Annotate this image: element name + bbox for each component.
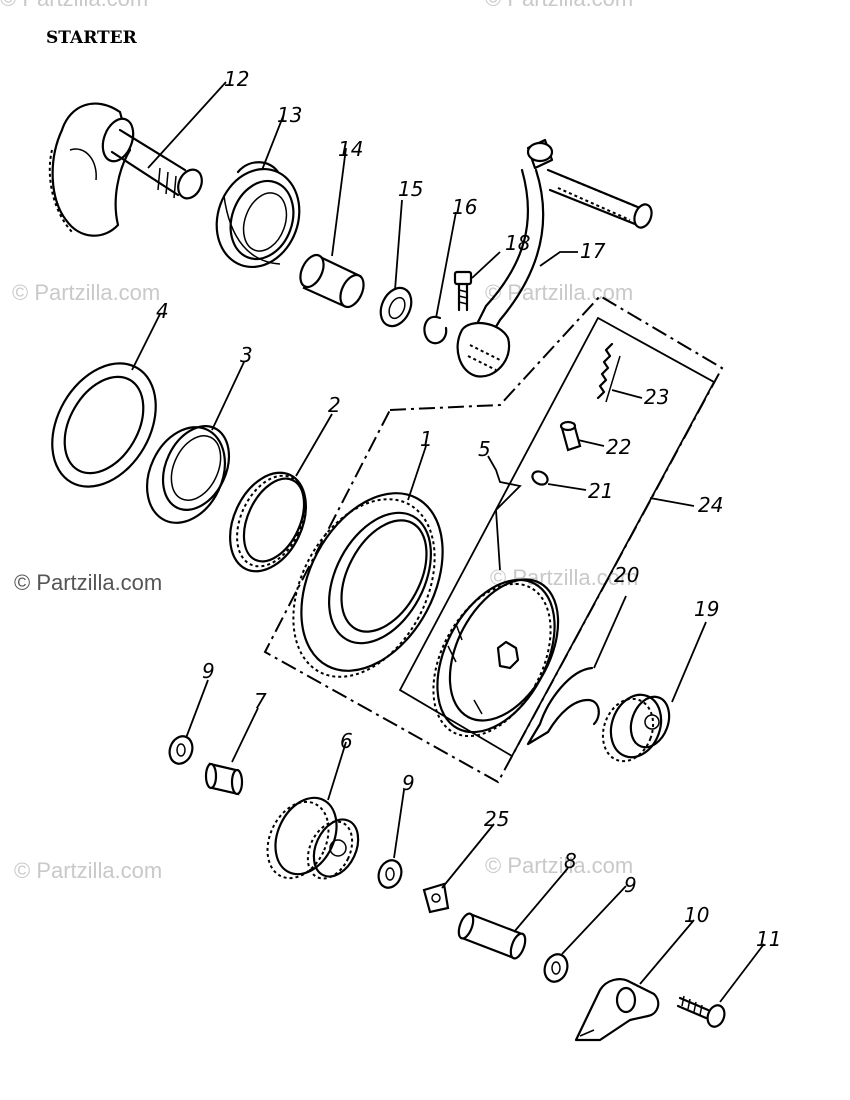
part-25-washer (422, 882, 450, 914)
part-5-clutch (432, 578, 560, 738)
callout-12: 12 (224, 67, 249, 91)
part-13-kick-spring (215, 161, 301, 269)
callout-16: 16 (452, 195, 477, 219)
callout-17: 17 (580, 239, 606, 263)
callout-5: 5 (478, 437, 491, 461)
watermarks: © Partzilla.com © Partzilla.com © Partzi… (0, 0, 638, 883)
watermark-mid-right: © Partzilla.com (485, 280, 633, 305)
callout-22: 22 (606, 435, 631, 459)
callout-23: 23 (644, 385, 669, 409)
part-9-washer-b (377, 859, 403, 889)
part-21-roller (531, 470, 549, 486)
callout-6: 6 (340, 729, 353, 753)
part-16-circlip (423, 315, 448, 345)
assembly-outline (263, 294, 724, 784)
part-18-bolt (453, 270, 473, 312)
callout-9-b: 9 (402, 771, 415, 795)
callout-10: 10 (684, 903, 709, 927)
callout-14: 14 (338, 137, 363, 161)
part-9-washer-c (543, 953, 569, 983)
callout-11: 11 (756, 927, 781, 951)
part-8-shaft (457, 912, 527, 960)
callout-8: 8 (564, 849, 577, 873)
callout-labels: 12 13 14 15 16 18 17 4 3 2 1 5 23 22 21 … (156, 67, 781, 951)
watermark-top-right: © Partzilla.com (485, 0, 633, 11)
part-15-washer (379, 286, 413, 328)
part-11-bolt (676, 995, 726, 1028)
part-20-clip (526, 666, 600, 746)
callout-9-c: 9 (624, 873, 637, 897)
watermark-top-left: © Partzilla.com (0, 0, 148, 11)
callout-9-a: 9 (202, 659, 215, 683)
watermark-bottom-right: © Partzilla.com (485, 853, 633, 878)
sub-assembly-outline (398, 316, 716, 758)
part-12-kick-shaft (48, 102, 203, 237)
part-2-bearing (229, 471, 307, 573)
callout-1: 1 (420, 427, 433, 451)
part-14-sleeve (299, 253, 365, 309)
part-23-spring (596, 342, 621, 403)
part-9-washer-a (168, 735, 194, 765)
part-6-idle-gear (266, 796, 360, 880)
callout-24: 24 (698, 493, 723, 517)
callout-21: 21 (588, 479, 613, 503)
callout-4: 4 (156, 299, 169, 323)
part-7-pin (204, 762, 244, 796)
callout-13: 13 (277, 103, 302, 127)
part-10-plate (574, 978, 660, 1042)
part-4-washer (51, 362, 157, 488)
part-1-starter-gear (292, 492, 444, 678)
callout-20: 20 (614, 563, 639, 587)
watermark-center-left: © Partzilla.com (14, 570, 162, 595)
part-19-gear (601, 693, 671, 763)
callout-2: 2 (328, 393, 341, 417)
part-17-kick-lever (456, 138, 653, 378)
diagram-title: STARTER (46, 28, 138, 48)
watermark-mid-left: © Partzilla.com (12, 280, 160, 305)
callout-3: 3 (240, 343, 253, 367)
watermark-bottom-left: © Partzilla.com (14, 858, 162, 883)
callout-19: 19 (694, 597, 719, 621)
callout-25: 25 (484, 807, 509, 831)
callout-18: 18 (505, 231, 530, 255)
part-22-pin (559, 420, 582, 452)
callout-7: 7 (254, 689, 267, 713)
leader-lines (131, 81, 765, 1003)
callout-15: 15 (398, 177, 423, 201)
part-3-ring (146, 425, 231, 524)
